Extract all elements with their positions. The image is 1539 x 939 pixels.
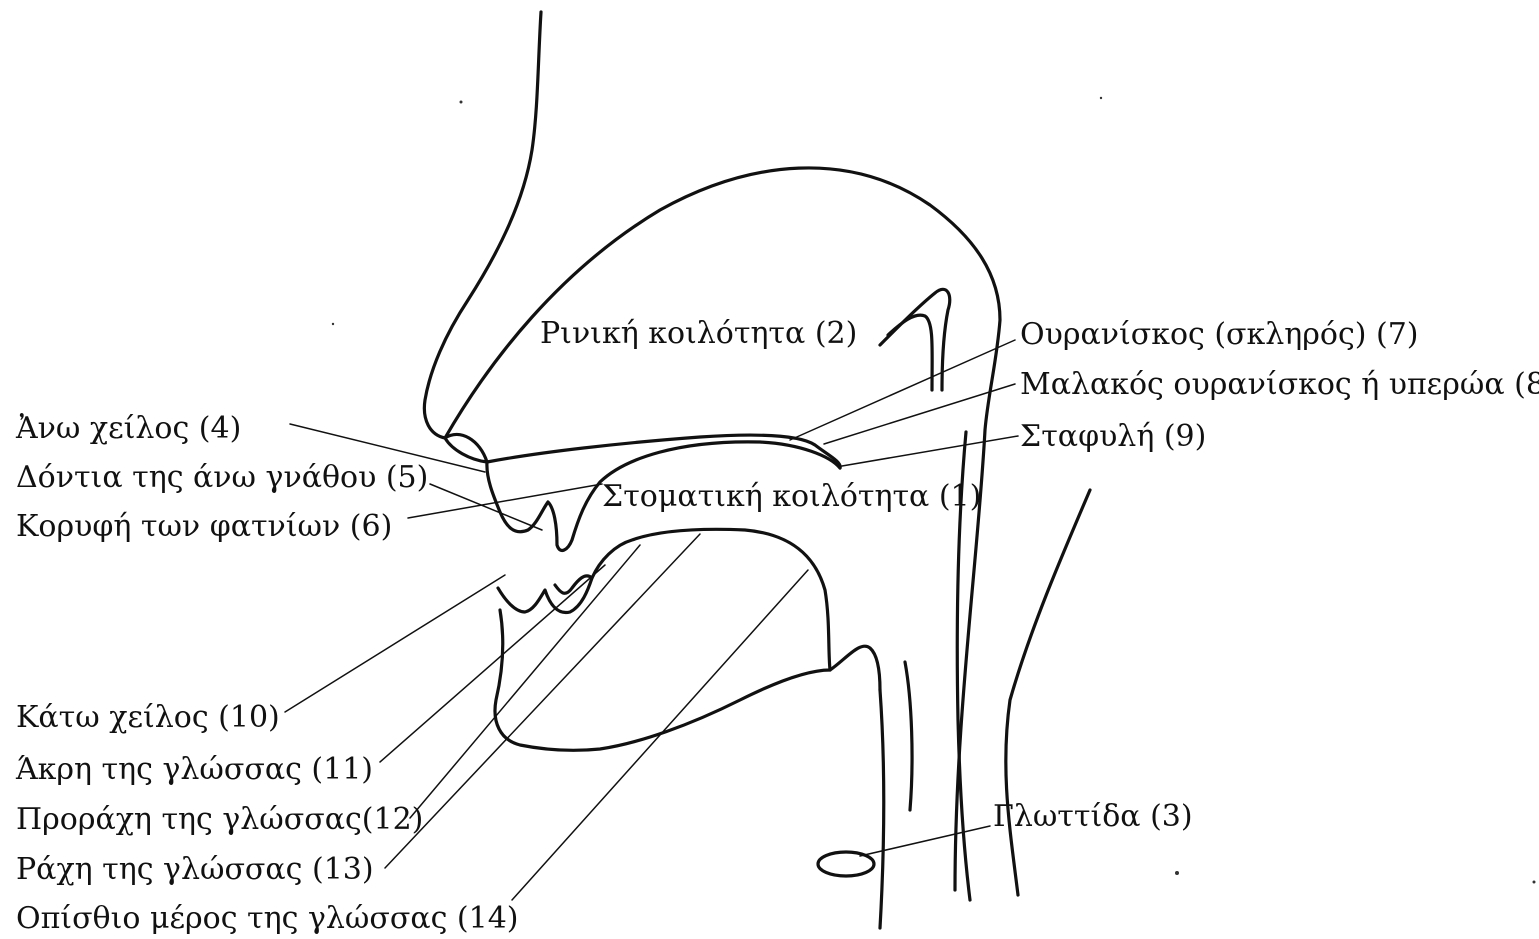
face-profile-outline — [424, 12, 541, 438]
label-glottis: Γλωττίδα (3) — [993, 799, 1193, 834]
leader-hard-palate — [790, 340, 1015, 440]
scan-speck — [460, 101, 463, 104]
scan-speck — [1533, 881, 1536, 884]
label-lower-lip: Κάτω χείλος (10) — [16, 700, 280, 735]
label-hard-palate: Ουρανίσκος (σκληρός) (7) — [1020, 317, 1419, 352]
label-tongue-blade: Προράχη της γλώσσας(12) — [16, 802, 423, 837]
leader-uvula — [842, 436, 1018, 466]
leader-alveolar-ridge — [408, 484, 602, 518]
leader-tongue-dorsum — [385, 534, 700, 868]
label-uvula: Σταφυλή (9) — [1020, 419, 1206, 454]
leader-tongue-blade — [410, 545, 640, 818]
velum-back-stroke — [880, 289, 950, 390]
label-alveolar-ridge: Κορυφή των φατνίων (6) — [16, 509, 392, 544]
label-upper-lip: Ἀνω χείλος (4) — [15, 411, 241, 446]
glottis-shape — [818, 852, 874, 876]
tongue-dorsum-outline — [592, 529, 830, 670]
scan-speck — [332, 323, 334, 325]
leader-tongue-tip — [380, 565, 605, 762]
scan-speck — [1100, 97, 1102, 99]
leader-lower-lip — [285, 575, 505, 712]
label-tongue-tip: Άκρη της γλώσσας (11) — [15, 752, 373, 787]
spine-outline — [1006, 490, 1090, 895]
pharynx-left-wall — [880, 690, 884, 928]
nostril-outline — [445, 434, 487, 462]
label-tongue-dorsum: Ράχη της γλώσσας (13) — [16, 852, 374, 887]
leader-upper-teeth — [430, 484, 542, 530]
lower-lip-outline — [498, 576, 592, 613]
pharynx-inner-wall — [905, 662, 912, 810]
leader-glottis — [860, 826, 990, 856]
label-tongue-back: Οπίσθιο μέρος της γλώσσας (14) — [16, 901, 519, 936]
scan-speck — [1175, 871, 1179, 875]
label-nasal-cavity: Ρινική κοιλότητα (2) — [540, 316, 857, 351]
leader-tongue-back — [512, 570, 808, 900]
label-soft-palate: Μαλακός ουρανίσκος ή υπερώα (8) — [1020, 367, 1539, 402]
label-oral-cavity: Στοματική κοιλότητα (1) — [602, 479, 981, 514]
velum-front-stroke — [888, 315, 932, 390]
label-upper-teeth: Δόντια της άνω γνάθου (5) — [16, 460, 428, 495]
tongue-outline — [495, 610, 880, 750]
